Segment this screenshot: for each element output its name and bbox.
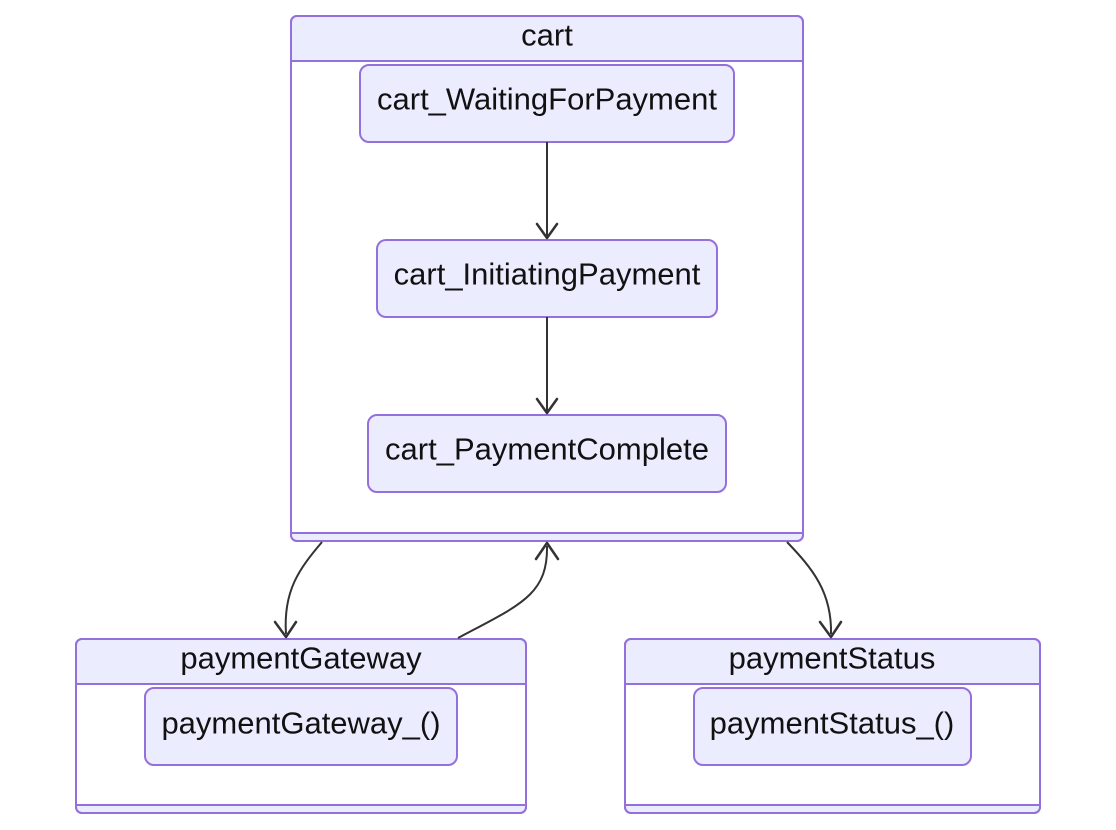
composite-payment-gateway-title: paymentGateway (180, 641, 422, 676)
state-payment-gateway-inner[interactable]: paymentGateway_() (144, 687, 458, 766)
state-payment-status-inner-label: paymentStatus_() (710, 706, 955, 741)
state-cart-payment-complete-label: cart_PaymentComplete (385, 432, 709, 467)
state-payment-gateway-inner-label: paymentGateway_() (161, 706, 440, 741)
transition-cart-to-payment-status (786, 541, 843, 639)
composite-payment-status-title: paymentStatus (729, 641, 936, 676)
arrowhead-icon (273, 620, 298, 639)
arrowhead-icon (818, 620, 843, 639)
state-cart-waiting-for-payment[interactable]: cart_WaitingForPayment (359, 64, 735, 143)
composite-cart-title: cart (521, 18, 573, 53)
state-payment-status-inner[interactable]: paymentStatus_() (693, 687, 972, 766)
state-cart-payment-complete[interactable]: cart_PaymentComplete (367, 414, 727, 493)
arrowhead-icon (535, 222, 559, 240)
transition-initiating-to-complete (535, 317, 559, 415)
state-cart-initiating-payment[interactable]: cart_InitiatingPayment (376, 239, 718, 318)
arrowhead-icon (535, 397, 559, 415)
state-cart-waiting-for-payment-label: cart_WaitingForPayment (377, 82, 717, 117)
transition-payment-gateway-to-cart (457, 541, 560, 639)
state-cart-initiating-payment-label: cart_InitiatingPayment (394, 257, 701, 292)
transition-waiting-to-initiating (535, 142, 559, 240)
arrowhead-icon (534, 541, 560, 561)
transition-cart-to-payment-gateway (273, 541, 323, 639)
